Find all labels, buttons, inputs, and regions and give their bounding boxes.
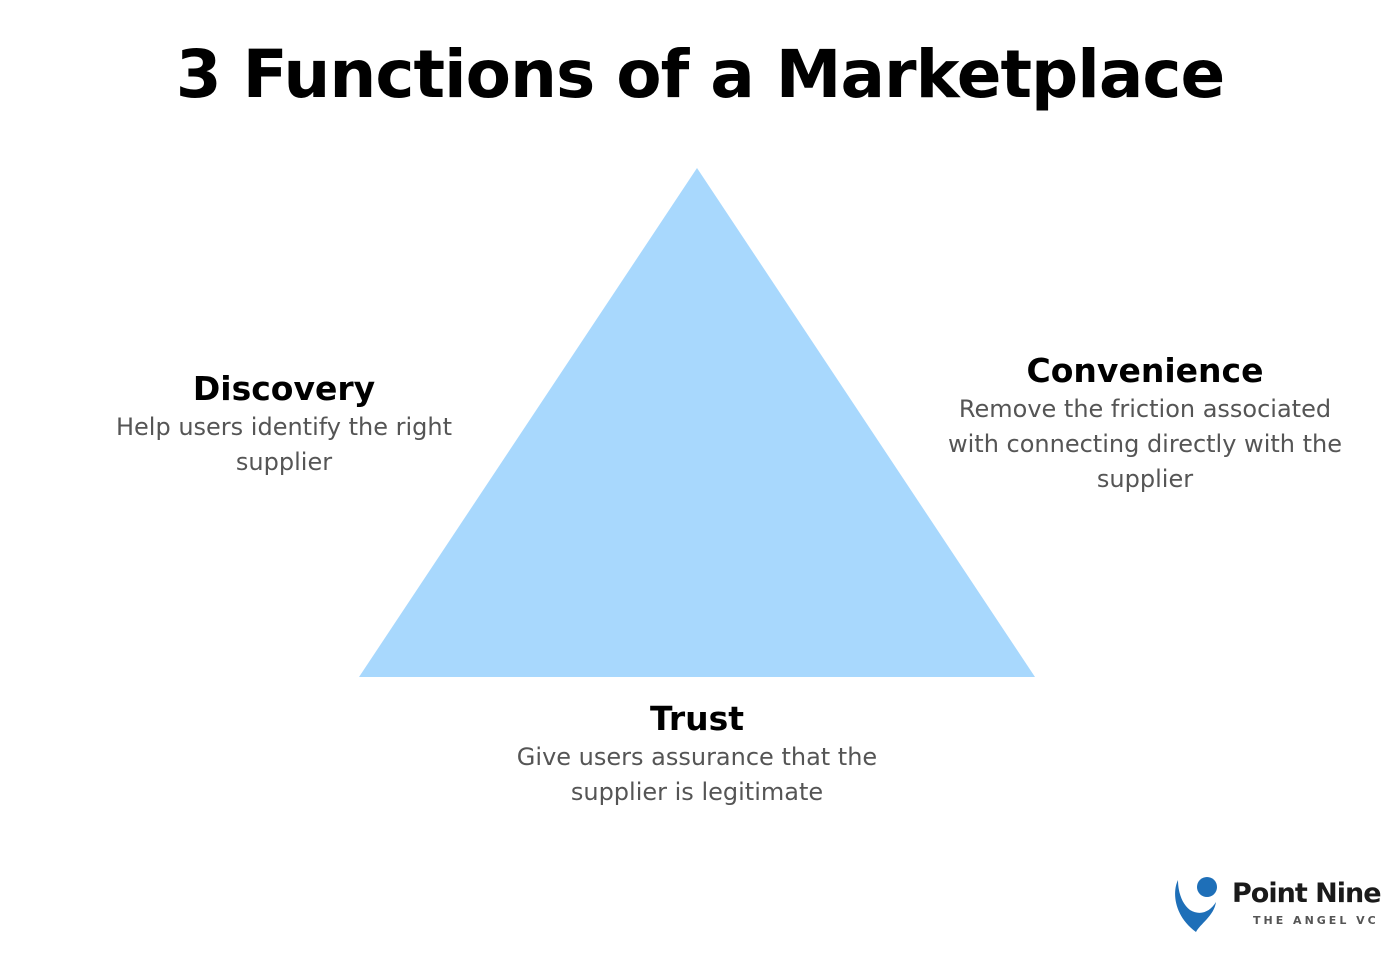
trust-block: Trust Give users assurance that the supp… — [480, 698, 914, 810]
point-nine-logo-icon — [1175, 877, 1217, 932]
logo-dot-shape — [1197, 877, 1217, 897]
page-title: 3 Functions of a Marketplace — [175, 36, 1226, 113]
trust-description: Give users assurance that the supplier i… — [516, 743, 878, 806]
logo-tagline: THE ANGEL VC — [1253, 914, 1379, 927]
convenience-heading: Convenience — [1026, 351, 1264, 390]
triangle-shape — [359, 168, 1035, 677]
discovery-description: Help users identify the right supplier — [115, 413, 453, 476]
convenience-block: Convenience Remove the friction associat… — [930, 350, 1360, 497]
convenience-description: Remove the friction associated with conn… — [947, 395, 1342, 493]
discovery-block: Discovery Help users identify the right … — [84, 368, 484, 480]
discovery-heading: Discovery — [192, 369, 376, 408]
logo-drop-shape — [1175, 880, 1216, 932]
logo-name: Point Nine — [1232, 878, 1382, 909]
point-nine-logo: Point Nine THE ANGEL VC — [1170, 872, 1382, 936]
trust-heading: Trust — [649, 699, 745, 738]
